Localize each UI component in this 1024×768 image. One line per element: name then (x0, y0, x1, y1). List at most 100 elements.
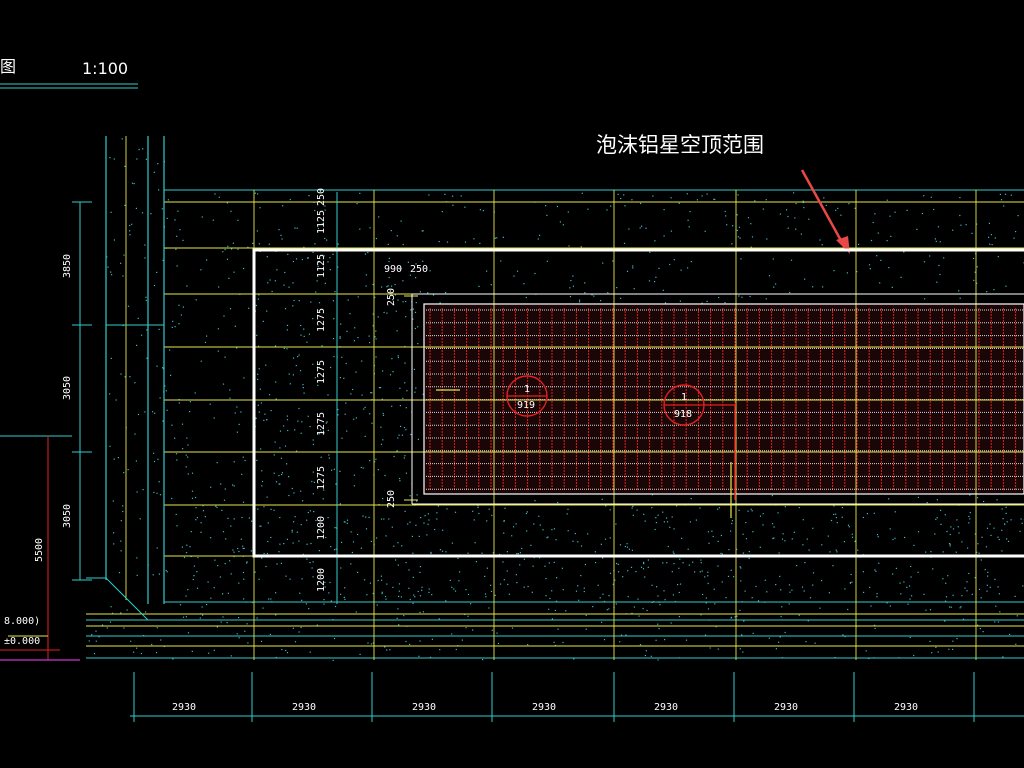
detail-callout-918[interactable]: 1 918 (663, 384, 736, 518)
hatch-dot (923, 593, 925, 595)
hatch-dot (402, 280, 404, 282)
hatch-dot (345, 362, 347, 365)
hatch-dot (238, 550, 240, 553)
grid-line (105, 577, 149, 621)
hatch-dot (361, 394, 363, 396)
hatch-dot (903, 251, 905, 253)
hatch-dot (182, 239, 184, 241)
dim-250-side-upper: 250 (386, 288, 397, 306)
hatch-dot (405, 640, 407, 643)
hatch-dot (218, 286, 220, 288)
hatch-dot (900, 276, 902, 278)
hatch-dot (491, 629, 493, 631)
hatch-dot (988, 222, 990, 224)
hatch-dot (243, 267, 245, 270)
hatch-dot (452, 195, 454, 197)
hatch-dot (847, 524, 850, 526)
hatch-dot (372, 642, 374, 644)
hatch-dot (889, 605, 891, 607)
hatch-dot (538, 515, 540, 517)
hatch-dot (477, 506, 479, 509)
hatch-dot (274, 280, 276, 282)
hatch-dot (632, 505, 634, 507)
hatch-dot (880, 259, 882, 261)
hatch-dot (195, 507, 197, 509)
hatch-dot (133, 651, 135, 653)
hatch-dot (223, 315, 225, 317)
left-total-dimension: 5500 (34, 538, 45, 562)
hatch-dot (391, 405, 393, 407)
hatch-dot (224, 356, 226, 358)
hatch-dot (294, 429, 296, 431)
hatch-dot (556, 205, 558, 208)
hatch-dot (120, 262, 122, 264)
hatch-dot (121, 138, 123, 140)
hatch-dot (380, 443, 383, 445)
hatch-dot (906, 209, 908, 211)
hatch-dot (600, 300, 602, 302)
hatch-dot (428, 194, 430, 196)
hatch-dot (539, 234, 541, 236)
hatch-dot (409, 643, 411, 645)
hatch-dot (724, 302, 726, 304)
hatch-dot (365, 285, 367, 287)
hatch-dot (214, 193, 216, 195)
hatch-dot (755, 585, 757, 588)
hatch-dot (841, 516, 843, 518)
hatch-dot (862, 516, 864, 519)
hatch-dot (451, 586, 453, 588)
hatch-dot (644, 576, 646, 578)
hatch-dot (403, 427, 406, 429)
hatch-dot (662, 289, 664, 291)
hatch-dot (968, 572, 970, 575)
hatch-dot (298, 354, 300, 356)
hatch-dot (426, 534, 428, 536)
hatch-dot (332, 338, 335, 340)
hatch-dot (654, 240, 656, 242)
drawing-title: 图 (0, 57, 16, 76)
hatch-dot (736, 214, 738, 216)
hatch-dot (494, 594, 496, 596)
hatch-dot (229, 560, 231, 562)
hatch-dot (419, 611, 421, 613)
hatch-dot (796, 565, 798, 567)
bottom-dim-label: 2930 (292, 702, 316, 713)
hatch-dot (795, 203, 797, 205)
hatch-dot (752, 632, 754, 634)
hatch-dot (292, 627, 294, 629)
hatch-dot (251, 520, 253, 522)
hatch-dot (906, 586, 908, 588)
hatch-dot (636, 509, 638, 511)
hatch-dot (153, 491, 155, 493)
hatch-dot (779, 575, 781, 577)
hatch-dot (682, 562, 684, 564)
detail-callout-919[interactable]: 1 919 (436, 375, 548, 417)
hatch-dot (999, 193, 1001, 195)
hatch-dot (230, 525, 232, 527)
hatch-dot (909, 598, 911, 600)
hatch-dot (384, 474, 386, 477)
hatch-dot (503, 520, 505, 522)
concrete-hatch-pattern (88, 138, 1024, 661)
hatch-dot (551, 618, 553, 620)
hatch-dot (320, 456, 322, 458)
bottom-dim-label: 2930 (532, 702, 556, 713)
hatch-dot (394, 294, 396, 296)
hatch-dot (707, 571, 709, 573)
hatch-dot (620, 297, 622, 299)
hatch-dot (110, 357, 112, 359)
hatch-dot (583, 587, 585, 589)
hatch-dot (420, 517, 422, 519)
hatch-dot (317, 384, 319, 386)
hatch-dot (700, 559, 702, 561)
hatch-dot (385, 535, 387, 537)
hatch-dot (812, 286, 814, 288)
hatch-dot (227, 592, 229, 594)
hatch-dot (990, 534, 992, 536)
hatch-dot (851, 581, 853, 583)
hatch-dot (158, 328, 160, 330)
hatch-dot (375, 237, 377, 240)
hatch-dot (662, 511, 664, 513)
hatch-dot (802, 201, 804, 204)
